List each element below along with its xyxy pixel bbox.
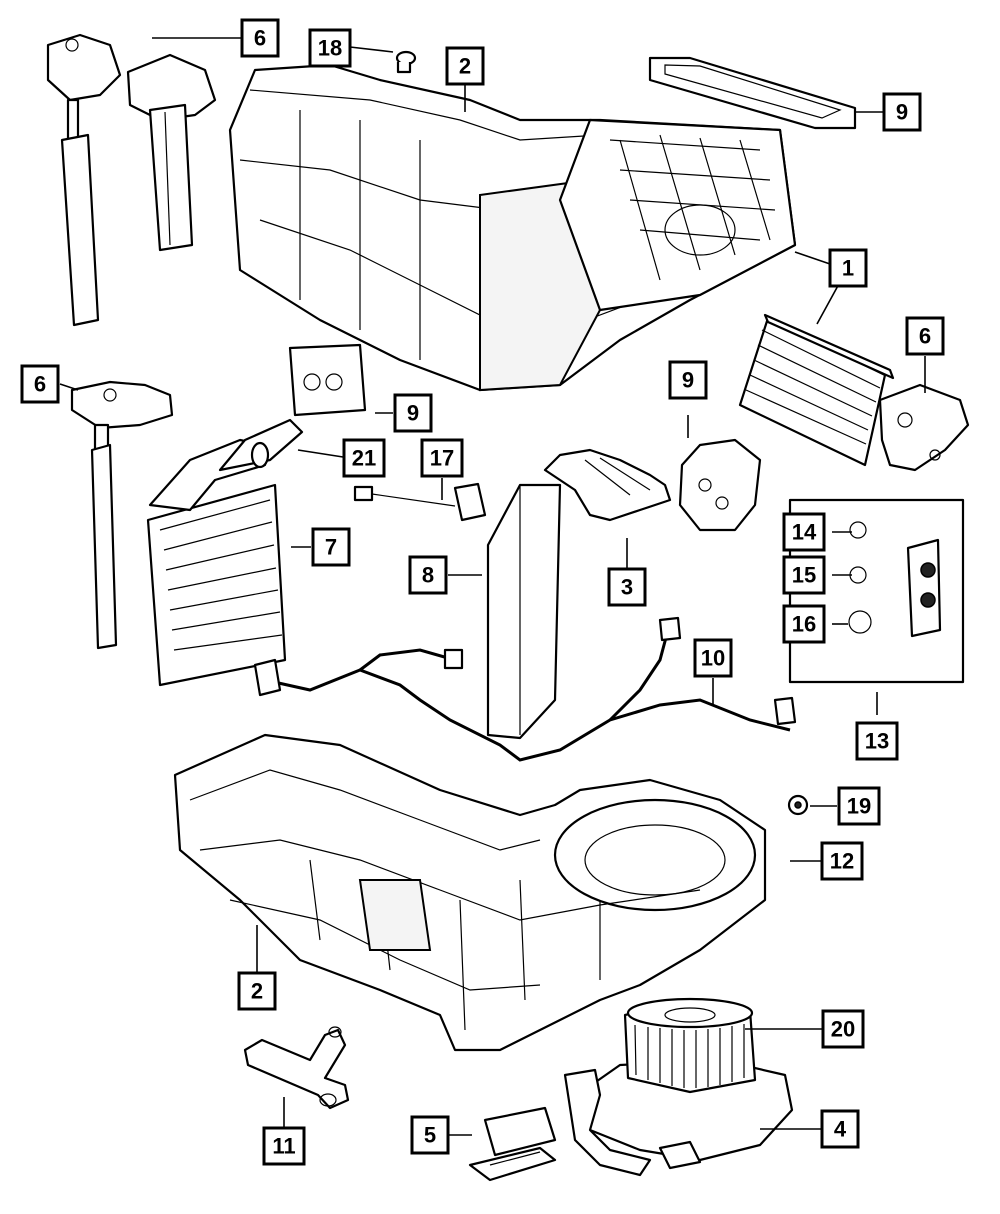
callout-7: 7 bbox=[311, 527, 351, 567]
wiring-harness bbox=[253, 616, 797, 762]
evaporator-core bbox=[738, 313, 895, 467]
temperature-actuator-and-door bbox=[70, 380, 174, 650]
callout-21: 21 bbox=[342, 438, 386, 478]
leader-lines bbox=[59, 37, 926, 1136]
callout-14: 14 bbox=[782, 512, 826, 552]
callout-2-top: 2 bbox=[445, 46, 485, 86]
svg-text:3: 3 bbox=[621, 575, 633, 600]
svg-text:9: 9 bbox=[896, 100, 908, 125]
callout-3: 3 bbox=[607, 567, 647, 607]
svg-text:9: 9 bbox=[407, 401, 419, 426]
svg-text:9: 9 bbox=[682, 368, 694, 393]
callout-17: 17 bbox=[420, 438, 464, 478]
svg-text:16: 16 bbox=[792, 612, 816, 637]
svg-text:15: 15 bbox=[792, 563, 816, 588]
lower-hvac-housing bbox=[173, 733, 767, 1052]
grommet bbox=[787, 794, 809, 816]
callout-4: 4 bbox=[820, 1109, 860, 1149]
svg-text:17: 17 bbox=[430, 446, 454, 471]
callout-19: 19 bbox=[837, 786, 881, 826]
svg-text:7: 7 bbox=[325, 535, 337, 560]
svg-text:12: 12 bbox=[830, 849, 854, 874]
callout-11: 11 bbox=[262, 1126, 306, 1166]
svg-text:13: 13 bbox=[865, 729, 889, 754]
foam-seal-rect bbox=[288, 343, 367, 417]
screw bbox=[395, 50, 417, 74]
blower-wheel bbox=[623, 997, 757, 1094]
mode-actuator-and-doors bbox=[46, 33, 217, 327]
svg-text:6: 6 bbox=[919, 324, 931, 349]
callout-15: 15 bbox=[782, 555, 826, 595]
svg-text:18: 18 bbox=[318, 36, 342, 61]
callout-2-bottom: 2 bbox=[237, 971, 277, 1011]
callout-1: 1 bbox=[828, 248, 868, 288]
svg-text:11: 11 bbox=[272, 1134, 295, 1159]
evaporator-temperature-sensor bbox=[353, 482, 487, 522]
svg-text:2: 2 bbox=[459, 54, 471, 79]
svg-text:21: 21 bbox=[352, 446, 376, 471]
svg-text:6: 6 bbox=[254, 26, 266, 51]
callout-6-top: 6 bbox=[240, 18, 280, 58]
callout-6-right: 6 bbox=[905, 316, 945, 356]
callout-18: 18 bbox=[308, 28, 352, 68]
upper-hvac-housing bbox=[228, 63, 797, 392]
svg-text:4: 4 bbox=[834, 1117, 847, 1142]
svg-text:14: 14 bbox=[792, 520, 817, 545]
evaporator bbox=[486, 483, 562, 740]
callout-9-right: 9 bbox=[668, 360, 708, 400]
callout-12: 12 bbox=[820, 841, 864, 881]
callout-16: 16 bbox=[782, 604, 826, 644]
callout-20: 20 bbox=[821, 1009, 865, 1049]
svg-text:20: 20 bbox=[831, 1017, 855, 1042]
callout-9-top-right: 9 bbox=[882, 92, 922, 132]
callout-5: 5 bbox=[410, 1115, 450, 1155]
svg-text:6: 6 bbox=[34, 372, 46, 397]
svg-text:8: 8 bbox=[422, 563, 434, 588]
svg-text:19: 19 bbox=[847, 794, 871, 819]
heater-core-seal bbox=[250, 441, 270, 469]
callout-13: 13 bbox=[855, 721, 899, 761]
svg-text:5: 5 bbox=[424, 1123, 436, 1148]
blower-resistor bbox=[468, 1106, 557, 1182]
callout-8: 8 bbox=[408, 555, 448, 595]
cabin-air-filter bbox=[648, 56, 857, 130]
blower-motor bbox=[563, 1058, 794, 1177]
svg-text:2: 2 bbox=[251, 979, 263, 1004]
heater-core bbox=[146, 418, 304, 687]
svg-text:1: 1 bbox=[842, 256, 854, 281]
ac-lines bbox=[543, 448, 672, 522]
svg-text:10: 10 bbox=[701, 646, 725, 671]
callout-10: 10 bbox=[693, 638, 733, 678]
callout-6-left: 6 bbox=[20, 364, 60, 404]
blend-door-actuator bbox=[878, 383, 970, 472]
callout-9-middle: 9 bbox=[393, 393, 433, 433]
drain-tube bbox=[243, 1026, 350, 1110]
foam-seal-octagon bbox=[678, 438, 762, 532]
